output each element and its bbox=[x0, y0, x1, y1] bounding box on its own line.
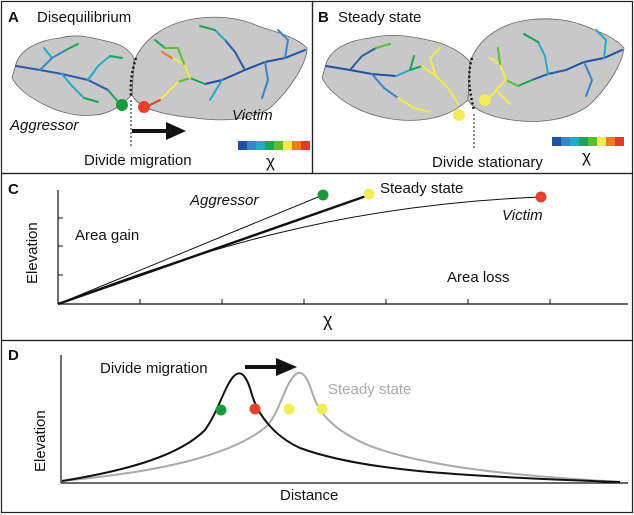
aggressor-dot-a bbox=[116, 99, 128, 111]
chi-label-b: χ bbox=[582, 147, 591, 166]
victim-dot-c bbox=[535, 191, 547, 203]
chi-label-a: χ bbox=[266, 152, 275, 171]
victim-label-c: Victim bbox=[502, 207, 543, 224]
steady-dot-c bbox=[363, 188, 375, 200]
victim-channels bbox=[147, 25, 306, 107]
steady-dot-left-d bbox=[283, 403, 295, 415]
steady-dot-right-b bbox=[479, 94, 491, 106]
panel-d-frame bbox=[0, 339, 634, 514]
steady-state-label-d: Steady state bbox=[328, 381, 411, 398]
chi-color-scale-b bbox=[552, 137, 624, 146]
steady-right-basin bbox=[467, 18, 625, 122]
divide-migration-label-d: Divide migration bbox=[100, 360, 208, 377]
panel-a-title: Disequilibrium bbox=[37, 9, 131, 26]
divide-line-a bbox=[129, 57, 138, 97]
aggressor-channels bbox=[15, 43, 123, 105]
aggressor-dot-c bbox=[317, 189, 329, 201]
panel-d-letter: D bbox=[8, 347, 19, 364]
victim-dot-a bbox=[138, 101, 150, 113]
panel-c-letter: C bbox=[8, 181, 19, 198]
victim-profile bbox=[57, 196, 542, 305]
aggressor-label-a: Aggressor bbox=[9, 117, 79, 134]
steady-state-divide-profile bbox=[61, 371, 621, 483]
divide-stationary-label-b: Divide stationary bbox=[432, 154, 543, 171]
panel-c-ylabel: Elevation bbox=[24, 222, 41, 284]
panel-c: C Elevation χ Aggressor Steady state Vic… bbox=[8, 180, 628, 330]
area-gain-label: Area gain bbox=[75, 227, 139, 244]
divide-line-b bbox=[468, 57, 476, 111]
aggressor-dot-d bbox=[215, 404, 227, 416]
victim-dot-d bbox=[249, 403, 261, 415]
steady-left-basin bbox=[321, 34, 471, 121]
steady-dot-left-b bbox=[453, 109, 465, 121]
panel-d-xlabel: Distance bbox=[280, 487, 338, 504]
victim-label-a: Victim bbox=[232, 107, 273, 124]
panel-a: A Disequilibrium bbox=[8, 9, 310, 171]
area-loss-label: Area loss bbox=[447, 269, 510, 286]
steady-state-profile bbox=[57, 193, 370, 306]
panel-b: B Steady state bbox=[318, 9, 625, 171]
steady-dot-right-d bbox=[316, 403, 328, 415]
panel-b-letter: B bbox=[318, 9, 329, 26]
migrating-divide-profile bbox=[61, 372, 621, 483]
right-arrow-icon bbox=[132, 122, 186, 140]
steady-left-channels bbox=[325, 43, 459, 113]
right-arrow-icon bbox=[245, 358, 297, 376]
panel-c-ticks bbox=[58, 217, 551, 304]
panel-b-title: Steady state bbox=[338, 9, 421, 26]
chi-color-scale-a bbox=[238, 141, 310, 150]
steady-state-label-c: Steady state bbox=[380, 180, 463, 197]
aggressor-profile bbox=[57, 194, 324, 305]
panel-a-letter: A bbox=[8, 9, 19, 26]
panel-d-ylabel: Elevation bbox=[32, 410, 49, 472]
panel-d: D Elevation Distance Divide migration St… bbox=[8, 347, 628, 504]
steady-right-channels bbox=[487, 29, 623, 105]
panel-c-xlabel: χ bbox=[323, 310, 333, 330]
divide-migration-label-a: Divide migration bbox=[84, 152, 192, 169]
aggressor-label-c: Aggressor bbox=[189, 192, 259, 209]
